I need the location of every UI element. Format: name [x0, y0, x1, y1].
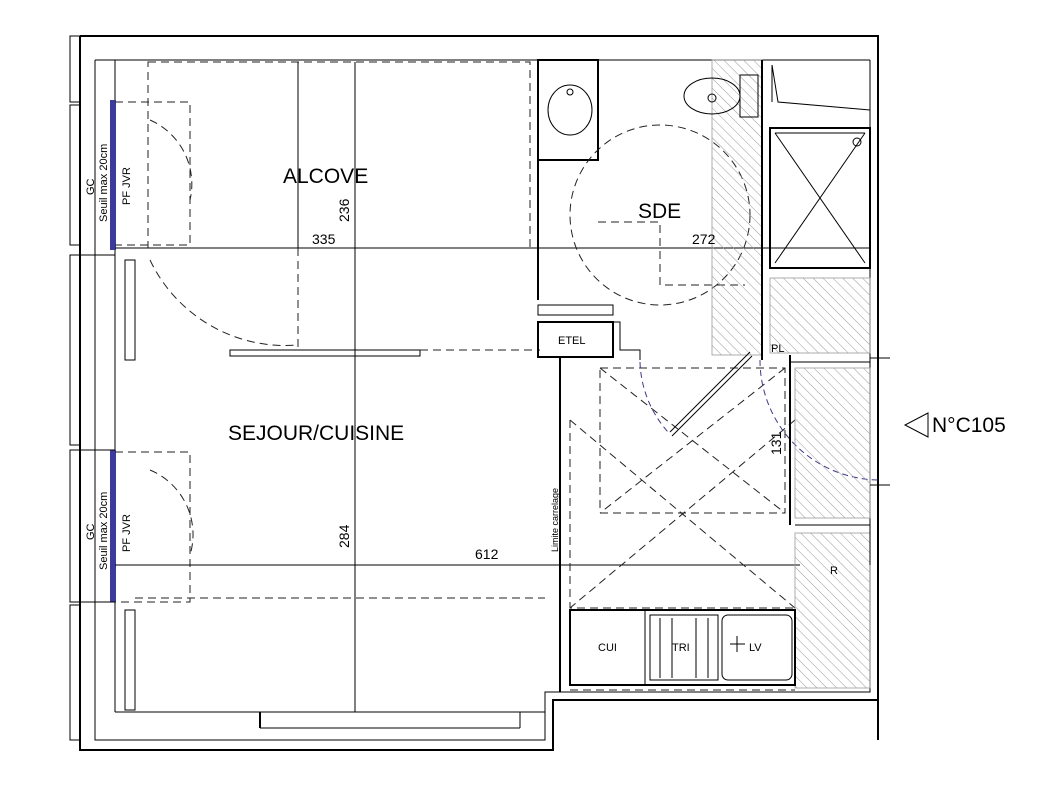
- dim-sejour-height: 284: [336, 524, 352, 548]
- kitchen: [569, 609, 796, 691]
- window-top-pf: PF JVR: [121, 167, 133, 205]
- window-bottom-seuil: Seuil max 20cm: [98, 492, 110, 570]
- dim-hall-height: 131: [768, 431, 784, 455]
- window-bottom-gc: GC: [85, 523, 97, 540]
- window-bottom-pf: PF JVR: [121, 514, 133, 552]
- fixture-cui: CUI: [598, 642, 617, 654]
- dim-alcove-height: 236: [336, 198, 352, 222]
- entrance-arrow-icon: [903, 412, 929, 438]
- interior-lines: [115, 61, 800, 712]
- dim-alcove-width: 335: [312, 231, 336, 247]
- room-label-sde: SDE: [638, 200, 681, 223]
- window-swings: [115, 101, 194, 711]
- room-label-sejour: SEJOUR/CUISINE: [228, 422, 404, 445]
- hall: [569, 248, 890, 700]
- unit-number: N°C105: [932, 414, 1006, 437]
- dim-total-width: 612: [475, 546, 499, 562]
- bathroom: [530, 59, 871, 692]
- tile-limit-label: Limite carrelage: [550, 488, 560, 552]
- fixture-tri: TRI: [672, 642, 690, 654]
- window-top-seuil: Seuil max 20cm: [98, 144, 110, 222]
- room-label-alcove: ALCOVE: [283, 165, 368, 188]
- fixture-etel: ETEL: [558, 335, 586, 347]
- window-top: [69, 35, 116, 446]
- fixture-pl: PL: [771, 343, 784, 355]
- fixture-r: R: [830, 565, 838, 577]
- window-bottom: [69, 449, 116, 741]
- fixture-lv: LV: [749, 642, 762, 654]
- dim-sde-width: 272: [692, 231, 716, 247]
- window-top-gc: GC: [85, 178, 97, 195]
